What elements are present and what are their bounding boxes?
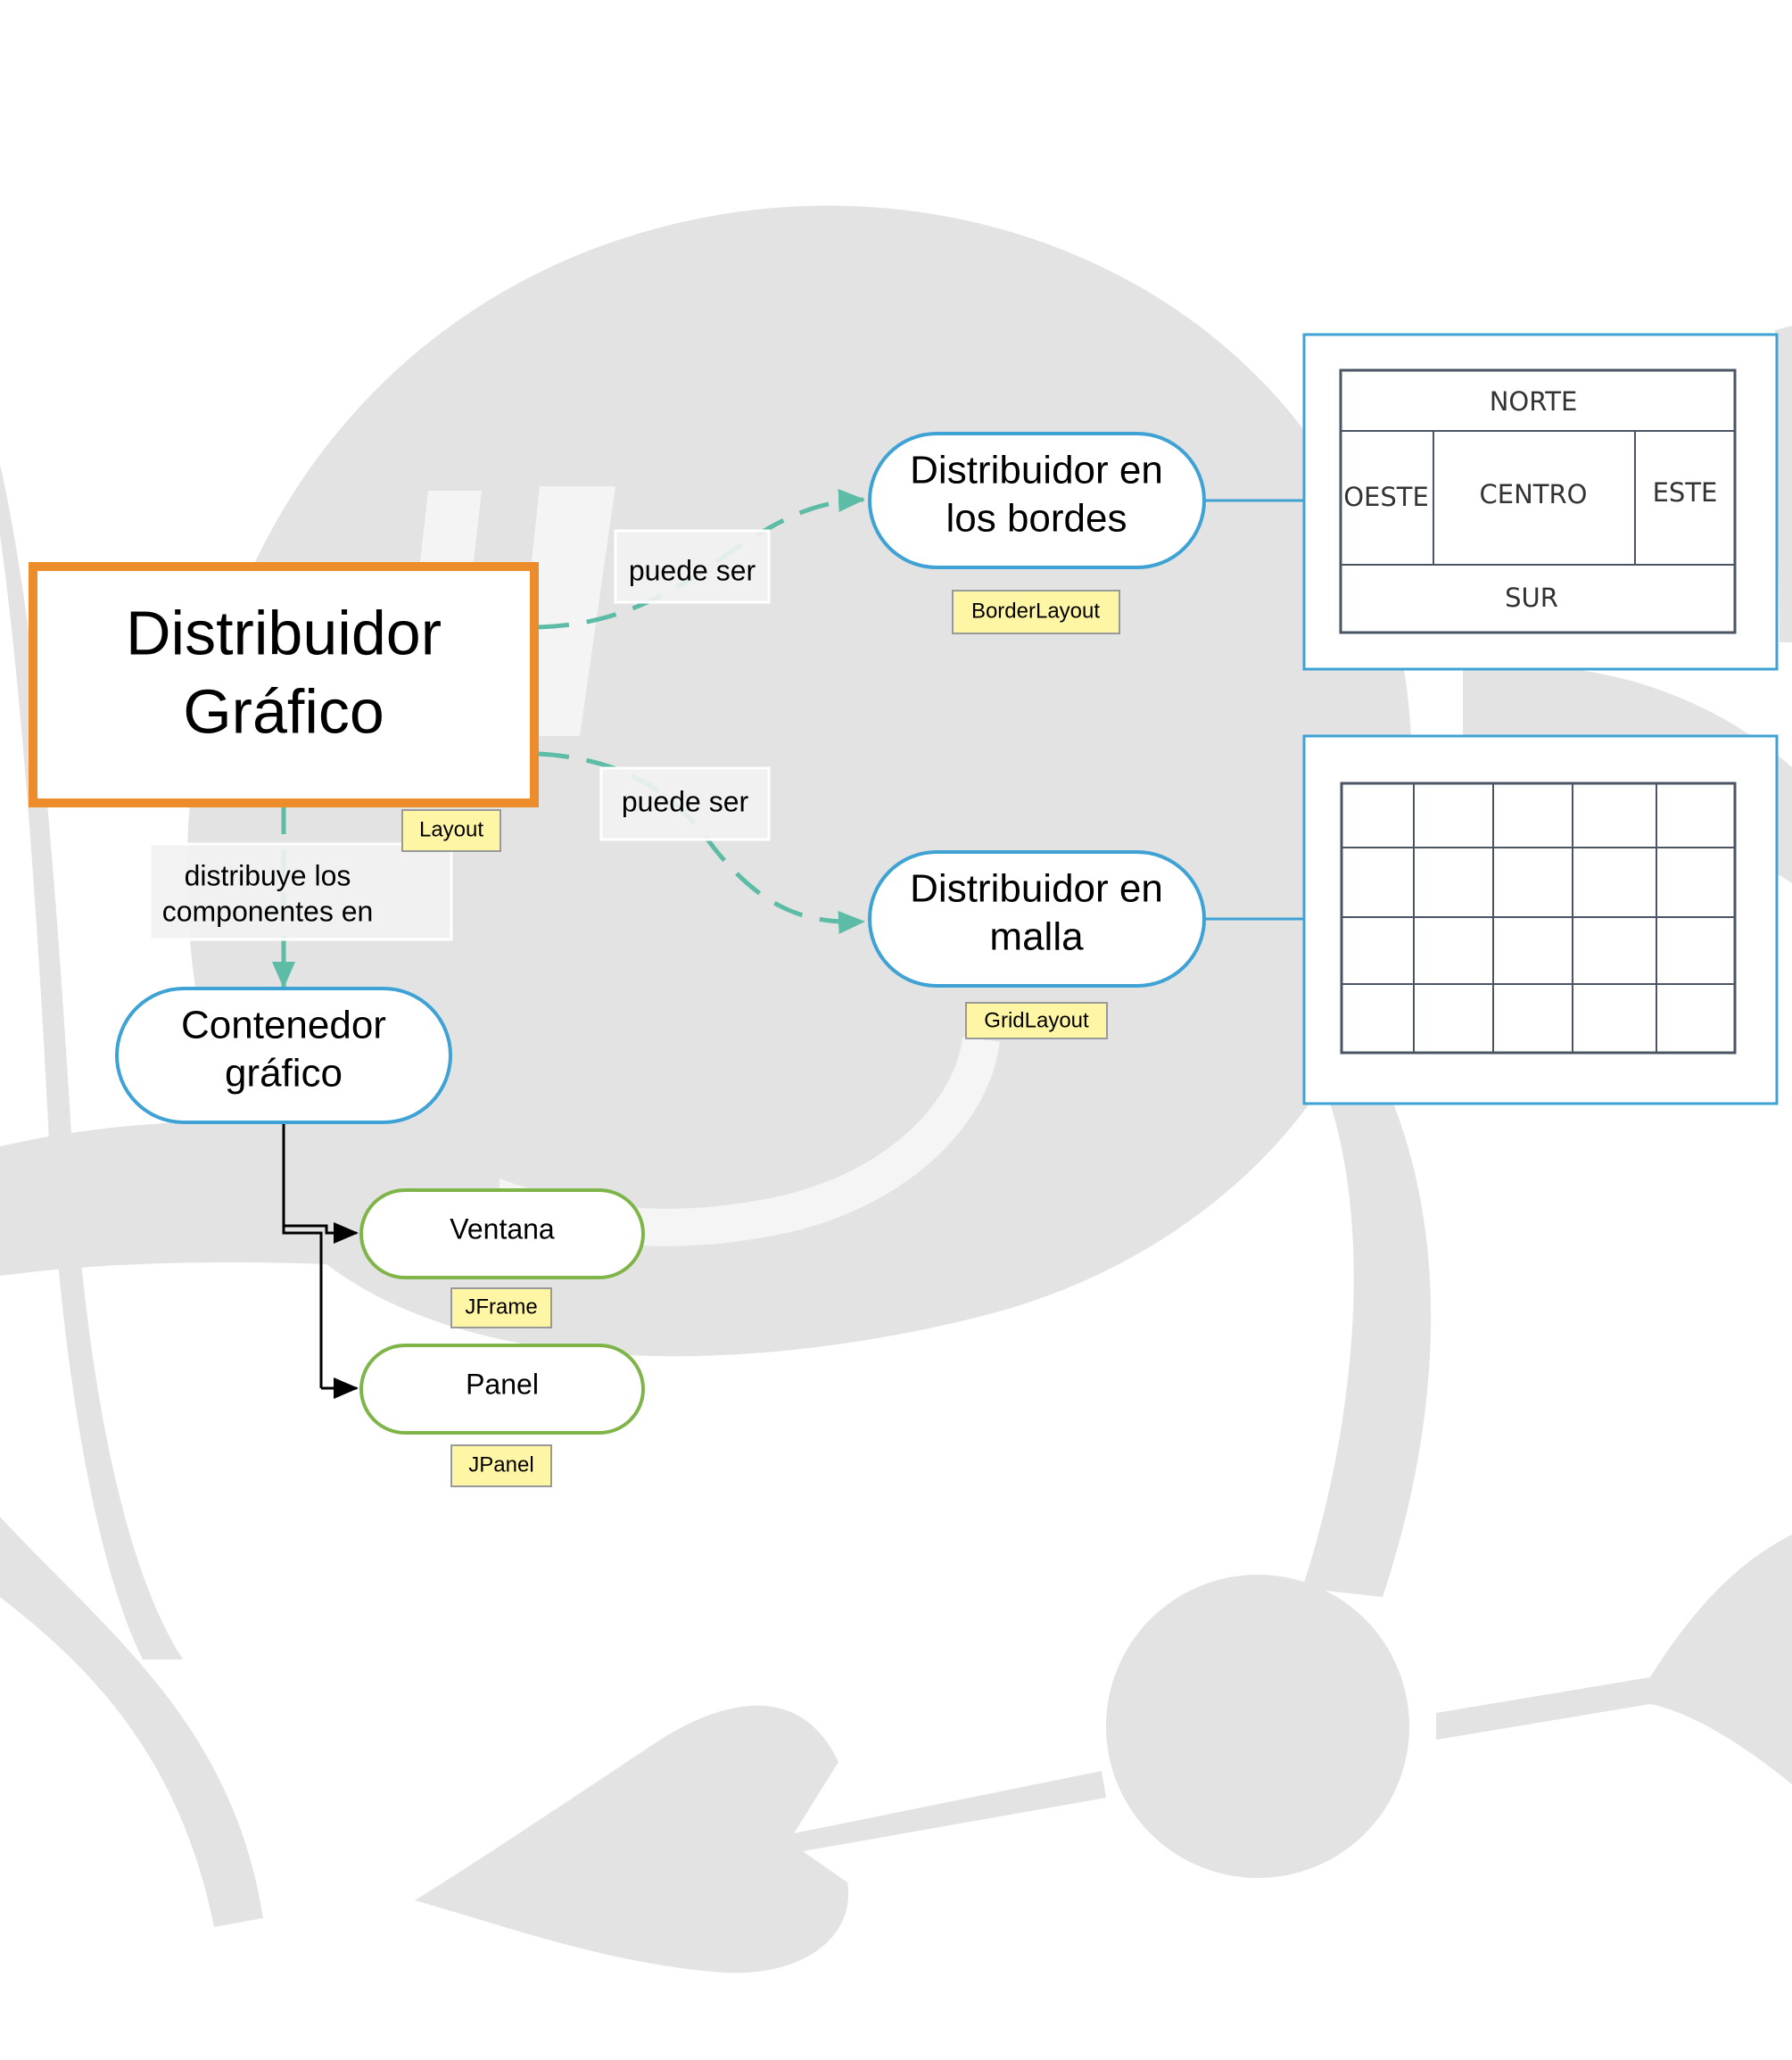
region-north: NORTE [1490,386,1578,417]
svg-text:Layout: Layout [419,817,483,841]
svg-text:JFrame: JFrame [465,1295,537,1319]
svg-text:Distribuidor en: Distribuidor en [910,449,1163,492]
main-node-layout[interactable]: Distribuidor Gráfico [29,562,539,807]
svg-text:Ventana: Ventana [450,1212,555,1245]
svg-text:Gráfico: Gráfico [183,676,384,746]
svg-text:Distribuidor: Distribuidor [126,598,442,667]
svg-text:gráfico: gráfico [225,1052,343,1096]
node-border-layout[interactable]: Distribuidor en los bordes [868,432,1206,569]
edge-label-distributes: distribuye los componentes en [148,842,453,941]
grid-layout-illustration [1302,734,1779,1105]
svg-text:puede ser: puede ser [622,785,749,817]
svg-text:BorderLayout: BorderLayout [971,599,1100,623]
border-layout-illustration: NORTE OESTE CENTRO ESTE SUR [1302,333,1779,671]
node-panel[interactable]: Panel [359,1344,645,1435]
svg-text:distribuye los: distribuye los [185,859,351,891]
region-center: CENTRO [1480,479,1588,509]
region-east: ESTE [1653,477,1718,508]
node-grid-layout[interactable]: Distribuidor en malla [868,850,1206,988]
svg-text:Panel: Panel [466,1368,539,1400]
tag-layout: Layout [401,809,501,852]
svg-text:Contenedor: Contenedor [181,1004,386,1047]
svg-text:puede ser: puede ser [629,554,756,586]
edge-to-grid-layout [538,751,865,934]
region-west: OESTE [1343,482,1429,512]
edge-label-can-be-2: puede ser [599,766,771,841]
svg-text:componentes en: componentes en [162,895,374,927]
tag-border-layout: BorderLayout [952,590,1120,634]
edge-label-can-be-1: puede ser [614,529,771,604]
svg-text:JPanel: JPanel [468,1452,533,1477]
tag-grid-layout: GridLayout [965,1002,1108,1039]
svg-text:Distribuidor en: Distribuidor en [910,867,1163,911]
node-window[interactable]: Ventana [359,1188,645,1279]
tag-jpanel: JPanel [450,1444,552,1487]
svg-text:malla: malla [989,915,1084,959]
region-south: SUR [1505,583,1558,613]
svg-text:GridLayout: GridLayout [984,1008,1089,1032]
tag-jframe: JFrame [450,1287,552,1328]
node-graphic-container[interactable]: Contenedor gráfico [115,987,452,1124]
svg-text:los bordes: los bordes [946,497,1127,541]
edge-to-window [282,1122,359,1388]
